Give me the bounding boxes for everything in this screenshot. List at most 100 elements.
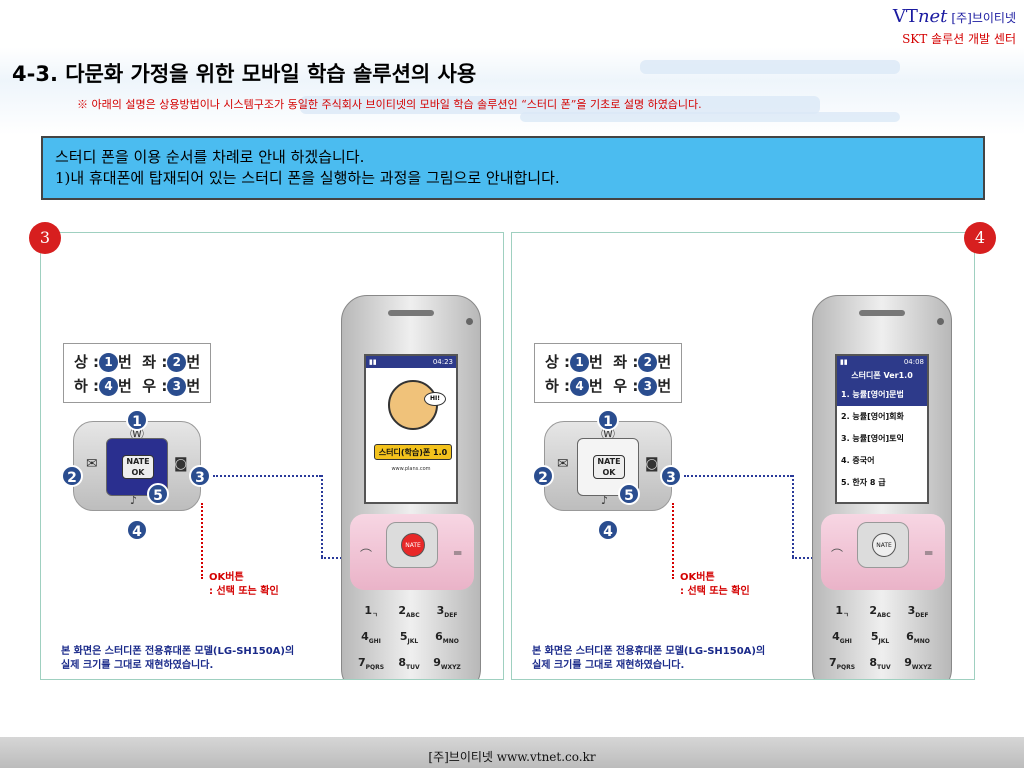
key-sub: ABC <box>406 612 420 620</box>
phone-nav-key: NATE <box>857 522 909 568</box>
brand: VTnet[주]브이티넷 SKT 솔루션 개발 센터 <box>893 6 1016 47</box>
key-num: 3 <box>436 604 445 617</box>
key-sub: JKL <box>878 638 890 646</box>
message-icon: ✉ <box>86 456 98 472</box>
legend-num: 3 <box>638 377 658 396</box>
call-icon: ⌒ <box>831 548 844 562</box>
key-1: 1ㄱ <box>352 599 390 623</box>
signal-icon: ▮▮ <box>840 358 848 366</box>
badge-ok: 5 <box>147 483 169 505</box>
key-num: 3 <box>907 604 916 617</box>
badge-left: 2 <box>61 465 83 487</box>
phone-ok-key: NATE <box>872 533 896 557</box>
phone-speaker <box>388 310 434 316</box>
key-sub: GHI <box>368 638 381 646</box>
key-3: 3DEF <box>428 599 466 623</box>
key-num: 8 <box>869 656 878 669</box>
key-5: 5JKL <box>861 625 899 649</box>
key-3: 3DEF <box>899 599 937 623</box>
legend-unit: 번 <box>589 377 603 395</box>
key-8: 8TUV <box>390 651 428 675</box>
phone-nav-key: NATE <box>386 522 438 568</box>
legend-unit: 번 <box>186 353 201 371</box>
menu-item-hanja[interactable]: 5. 한자 8 급 <box>841 478 886 487</box>
legend-unit: 번 <box>657 377 672 395</box>
phone-keypad-top: ⌒ ═ NATE <box>350 514 474 590</box>
legend-unit: 번 <box>657 353 672 371</box>
intro-box: 스터디 폰을 이용 순서를 차례로 안내 하겠습니다. 1)내 휴대폰에 탑재되… <box>41 136 985 200</box>
legend-right: 우 : <box>142 377 168 395</box>
nate-top: NATE <box>597 457 621 466</box>
key-sub: WXYZ <box>911 664 932 672</box>
key-2: 2ABC <box>861 599 899 623</box>
legend-num: 4 <box>570 377 590 396</box>
key-sub: TUV <box>406 664 420 672</box>
splash-title: 스터디(학습)폰 1.0 <box>374 444 452 460</box>
call-icon: ⌒ <box>360 548 373 562</box>
key-num: 5 <box>399 630 408 643</box>
legend-num: 2 <box>638 353 658 372</box>
menu-item-conversation[interactable]: 2. 능률[영어]회화 <box>841 412 904 421</box>
signal-icon: ▮▮ <box>369 358 377 366</box>
key-num: 6 <box>906 630 914 643</box>
key-num: 9 <box>433 656 441 669</box>
key-num: 1 <box>835 604 844 617</box>
caption-line2: 실제 크기를 그대로 재현하였습니다. <box>532 660 685 671</box>
brand-vt: VT <box>892 6 918 27</box>
brand-division: SKT 솔루션 개발 센터 <box>902 32 1016 46</box>
connector-line <box>684 475 792 477</box>
badge-right: 3 <box>660 465 682 487</box>
footer-text: [주]브이티넷 www.vtnet.co.kr <box>428 750 596 764</box>
legend-unit: 번 <box>118 353 132 371</box>
step-number-4: 4 <box>964 222 996 254</box>
phone-sensor <box>466 318 473 325</box>
key-1: 1ㄱ <box>823 599 861 623</box>
key-num: 4 <box>832 630 840 643</box>
intro-line1: 스터디 폰을 이용 순서를 차례로 안내 하겠습니다. <box>55 148 365 166</box>
menu-header: 스터디폰 Ver1.0 <box>837 368 927 384</box>
brand-net: net <box>917 6 948 27</box>
page-title: 4-3. 다문화 가정을 위한 모바일 학습 솔루션의 사용 <box>12 62 477 86</box>
key-sub: PQRS <box>836 664 856 672</box>
phone-sensor <box>937 318 944 325</box>
key-sub: TUV <box>877 664 891 672</box>
connector-line <box>321 475 323 557</box>
key-sub: MNO <box>442 638 459 646</box>
key-sub: ABC <box>877 612 891 620</box>
phone-illustration: ▮▮04:23 HI! 스터디(학습)폰 1.0 www.plans.com ⌒… <box>341 295 481 679</box>
key-sub: ㄱ <box>372 612 378 620</box>
key-9: 9WXYZ <box>899 651 937 675</box>
ok-label-desc: : 선택 또는 확인 <box>680 586 750 597</box>
key-7: 7PQRS <box>352 651 390 675</box>
caption: 본 화면은 스터디폰 전용휴대폰 모델(LG-SH150A)의 실제 크기를 그… <box>61 645 294 673</box>
key-sub: JKL <box>407 638 419 646</box>
menu-item-grammar[interactable]: 1. 능률[영어]문법 <box>837 384 927 406</box>
clear-icon: ═ <box>454 546 462 560</box>
menu-item-chinese[interactable]: 4. 중국어 <box>841 456 875 465</box>
header-streak <box>520 112 900 122</box>
badge-up: 1 <box>126 409 148 431</box>
header-band <box>0 0 1024 135</box>
legend-unit: 번 <box>118 377 132 395</box>
key-9: 9WXYZ <box>428 651 466 675</box>
legend-unit: 번 <box>186 377 201 395</box>
camera-icon: ◙ <box>174 456 188 472</box>
badge-right: 3 <box>189 465 211 487</box>
key-2: 2ABC <box>390 599 428 623</box>
menu-item-toeic[interactable]: 3. 능률[영어]토익 <box>841 434 904 443</box>
connector-line <box>213 475 321 477</box>
step-number-3: 3 <box>29 222 61 254</box>
key-sub: DEF <box>915 612 929 620</box>
footer-bar <box>0 737 1024 768</box>
key-4: 4GHI <box>823 625 861 649</box>
key-num: 2 <box>869 604 878 617</box>
key-num: 8 <box>398 656 407 669</box>
brand-logo: VTnet[주]브이티넷 <box>893 6 1016 27</box>
key-num: 9 <box>904 656 912 669</box>
